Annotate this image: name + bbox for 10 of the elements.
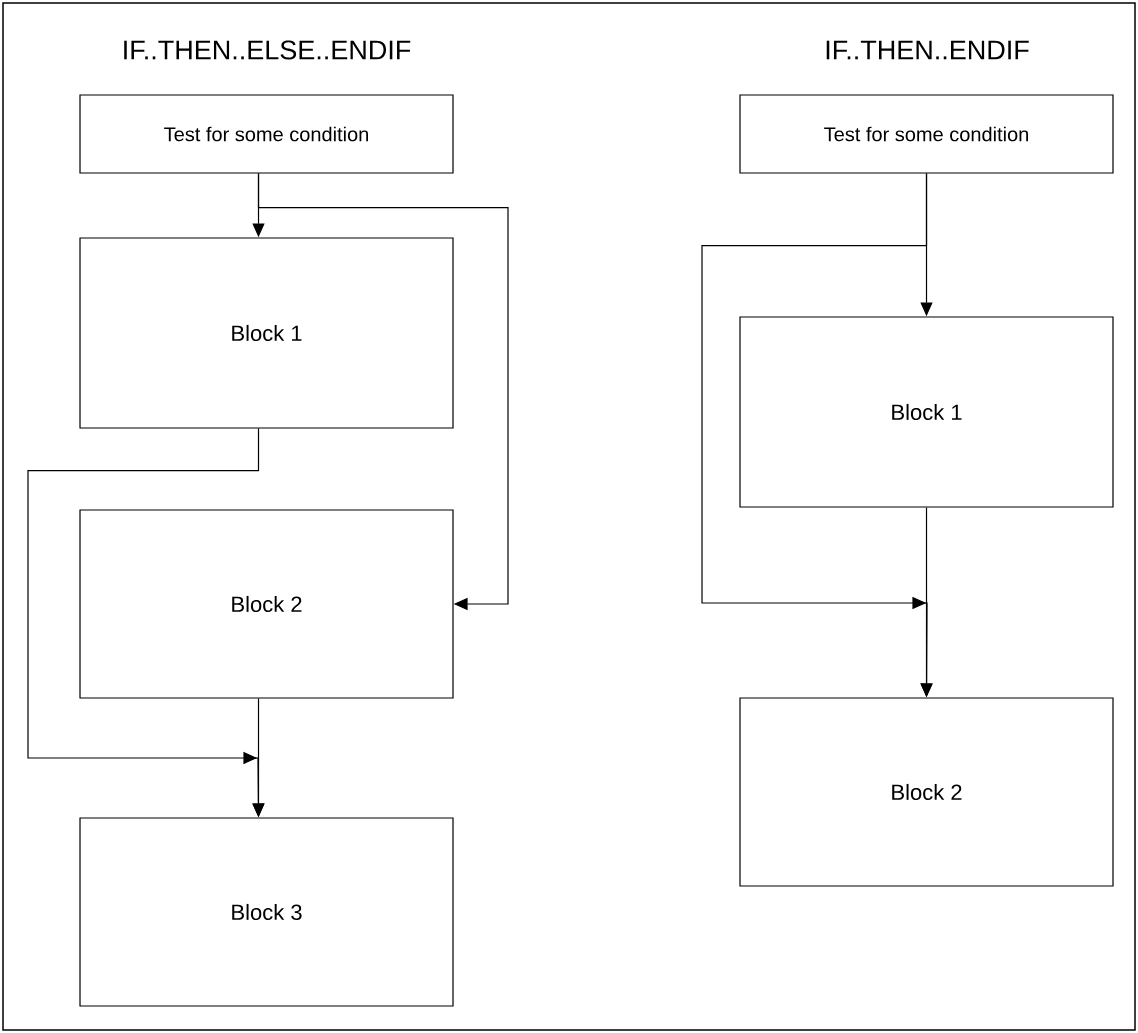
process-box: Block 1 — [739, 316, 1114, 508]
process-box: Test for some condition — [79, 94, 454, 174]
heading: IF..THEN..ELSE..ENDIF — [124, 40, 411, 60]
process-box: Test for some condition — [739, 94, 1114, 174]
heading: IF..THEN..ENDIF — [826, 40, 1029, 60]
process-box: Block 2 — [739, 697, 1114, 887]
process-box: Block 3 — [79, 817, 454, 1007]
arrow — [257, 173, 509, 611]
process-box: Block 1 — [79, 237, 454, 429]
process-box: Block 2 — [79, 509, 454, 699]
